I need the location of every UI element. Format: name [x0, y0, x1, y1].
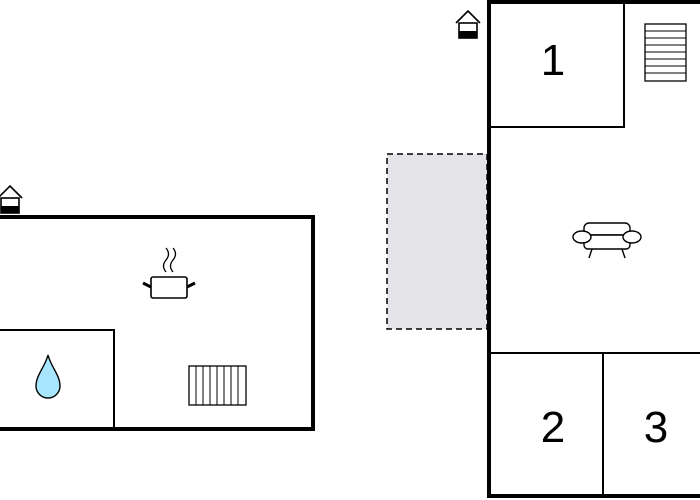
left-building	[0, 215, 315, 431]
entrance-house-icon	[455, 9, 481, 39]
water-drop-icon	[35, 354, 61, 399]
terrace-area	[386, 153, 488, 330]
bathroom-walls	[0, 329, 115, 429]
right-building	[487, 0, 700, 498]
entrance-house-icon	[0, 184, 23, 214]
bedroom-1-walls	[489, 2, 625, 128]
cooking-pot-icon	[142, 247, 196, 299]
sofa-icon	[572, 222, 642, 259]
room-2-label: 2	[541, 403, 565, 452]
room-3-label: 3	[644, 403, 668, 452]
left-building-outline	[0, 215, 315, 431]
stairs-icon	[644, 23, 687, 82]
room-1-label: 1	[541, 36, 565, 85]
radiator-icon	[188, 365, 247, 406]
